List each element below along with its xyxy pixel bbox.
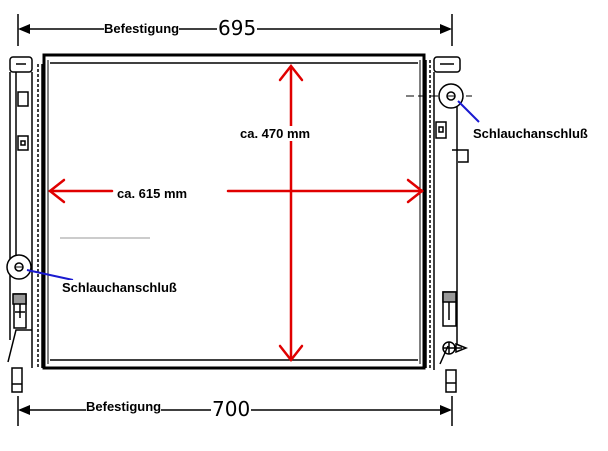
left-connection-leader — [26, 269, 74, 281]
width-measurement-label: ca. 615 mm — [117, 186, 188, 201]
left-connection-label: Schlauchanschluß — [62, 280, 177, 295]
drain-valve — [442, 341, 469, 355]
right-tank — [406, 56, 472, 393]
width-arrow — [47, 178, 425, 204]
bottom-mounting-value: 700 — [211, 397, 252, 421]
right-hose-connection — [438, 83, 464, 109]
bottom-mounting-label: Befestigung — [86, 399, 162, 414]
height-measurement-label: ca. 470 mm — [240, 126, 311, 141]
top-mounting-value: 695 — [217, 16, 258, 40]
right-connection-leader — [457, 100, 480, 123]
top-mounting-label: Befestigung — [104, 21, 180, 36]
left-tank — [7, 56, 43, 393]
radiator-core — [42, 53, 426, 370]
height-arrow — [278, 63, 304, 363]
left-hose-connection — [6, 254, 32, 280]
right-connection-label: Schlauchanschluß — [473, 126, 588, 141]
